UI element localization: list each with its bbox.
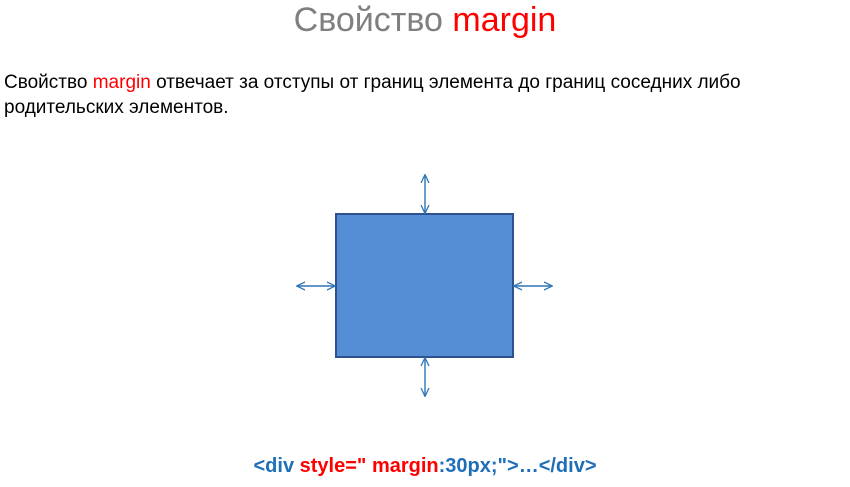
code-property: margin [371,455,439,477]
description-after: отвечает за отступы от границ элемента д… [4,72,741,118]
code-attr: style=" [299,455,367,477]
description-before: Свойство [4,72,93,93]
description-keyword: margin [92,72,151,93]
code-value: :30px;" [438,455,508,477]
code-example: <div style=" margin:30px;">…</div> [0,453,850,479]
title-prefix: Свойство [293,1,443,39]
slide-title: Свойство margin [0,0,850,40]
code-content: >…</div> [507,455,597,477]
element-box [335,213,514,358]
title-keyword: margin [452,1,557,39]
description-paragraph: Свойство margin отвечает за отступы от г… [4,70,848,120]
code-tag-open: <div [253,455,300,477]
